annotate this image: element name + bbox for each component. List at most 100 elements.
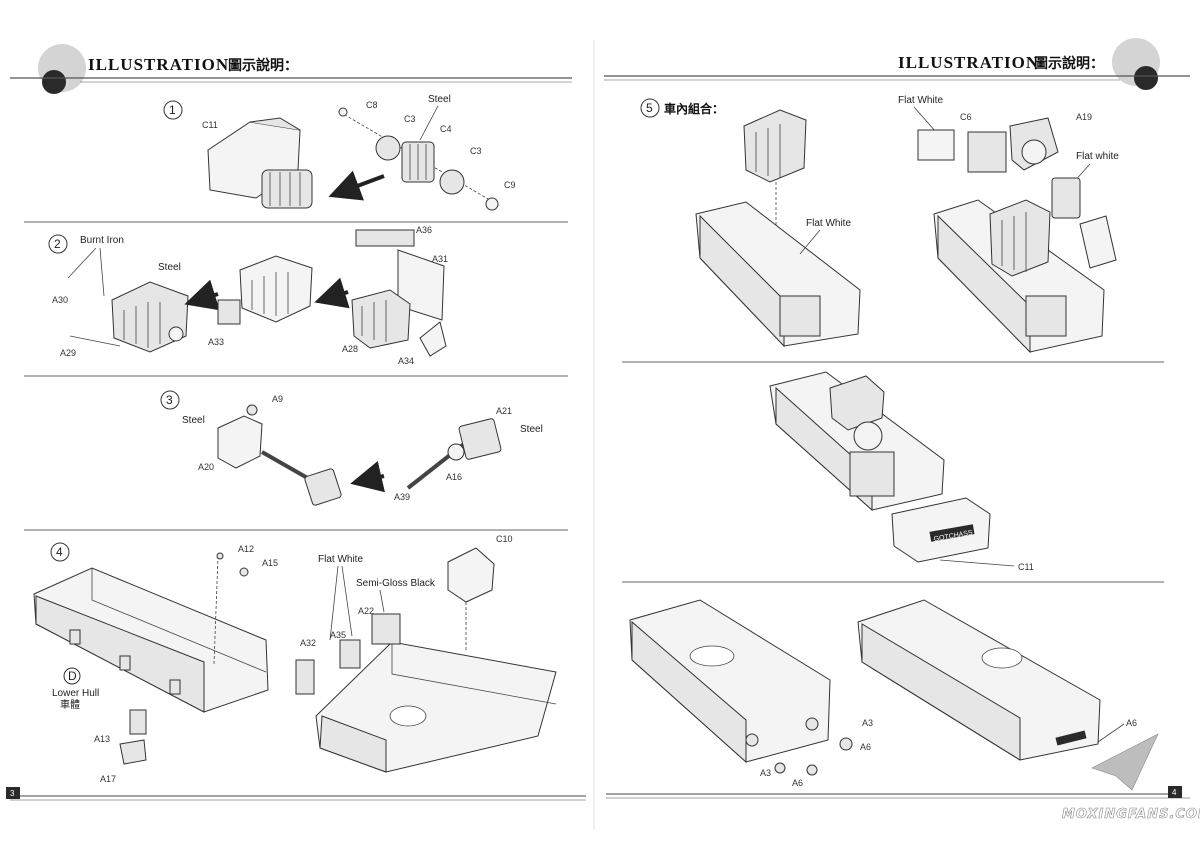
label-a13: A13 — [94, 734, 110, 744]
right-header-dark-circle — [1134, 66, 1158, 90]
left-header-en: ILLUSTRATION — [88, 55, 229, 74]
label-a3-a: A3 — [862, 718, 873, 728]
part-a3-a — [839, 737, 853, 751]
label-steel-1: Steel — [428, 94, 451, 105]
label-lower-hull-cn: 車體 — [60, 698, 80, 711]
label-a31: A31 — [432, 254, 448, 264]
step-4: 4 A12 A15 D Lower Hull 車體 A13 A17 Flat W… — [33, 534, 557, 784]
part-a16 — [447, 443, 465, 461]
step-2: 2 Burnt Iron Steel A30 A29 A33 A36 A31 — [48, 225, 448, 366]
step-2-circle — [48, 234, 68, 254]
final-drive-part — [1051, 177, 1081, 219]
lower-hull-right-side — [319, 715, 387, 773]
label-a15: A15 — [262, 558, 278, 568]
label-a36: A36 — [416, 225, 432, 235]
right-page: ILLUSTRATION 圖示說明： 5 車內組合： Flat White Fl… — [604, 38, 1200, 822]
right-header-cn: 圖示說明： — [1034, 55, 1104, 72]
part-a9 — [246, 404, 258, 416]
label-steel-3a: Steel — [182, 415, 205, 426]
label-flat-white-right: Flat white — [1076, 151, 1119, 162]
arrow-2a — [184, 279, 220, 311]
part-a3-b — [774, 762, 786, 774]
label-a34: A34 — [398, 356, 414, 366]
label-a21: A21 — [496, 406, 512, 416]
left-page-number-box — [6, 787, 20, 799]
label-c3-a: C3 — [404, 114, 416, 124]
left-page-number: 3 — [10, 789, 15, 798]
label-a20: A20 — [198, 462, 214, 472]
header-dark-circle — [42, 70, 66, 94]
step-5-title: 車內組合： — [664, 101, 724, 116]
label-a9: A9 — [272, 394, 283, 404]
d-marker: D — [68, 669, 77, 683]
label-a12: A12 — [238, 544, 254, 554]
part-c8 — [338, 107, 348, 117]
paper-plane-icon — [1091, 733, 1159, 791]
label-a6-a: A6 — [860, 742, 871, 752]
step-3-number: 3 — [166, 393, 173, 407]
label-a28: A28 — [342, 344, 358, 354]
label-a19: A19 — [1076, 112, 1092, 122]
part-a21 — [458, 418, 502, 460]
label-c4: C4 — [440, 124, 452, 134]
left-page: ILLUSTRATION 圖示說明： 1 C11 C8 — [6, 44, 586, 801]
housing-top — [249, 117, 301, 131]
part-a28 — [351, 289, 411, 349]
part-a22 — [371, 613, 401, 645]
label-a3-b: A3 — [760, 768, 771, 778]
label-steel-3b: Steel — [520, 424, 543, 435]
step-5-number: 5 — [646, 101, 653, 115]
panel-flat-white — [917, 129, 955, 161]
gear-c3-b — [439, 169, 465, 195]
label-c6: C6 — [960, 112, 972, 122]
part-a12 — [216, 552, 224, 560]
part-c10 — [447, 547, 495, 603]
label-c11-right: C11 — [1018, 562, 1034, 572]
watermark: MOXINGFANS.COM — [1062, 807, 1200, 822]
step-3: 3 Steel A20 A9 A39 A21 Steel A16 — [160, 390, 543, 506]
label-a39: A39 — [394, 492, 410, 502]
gear-c3-a — [375, 135, 401, 161]
step-1-number: 1 — [169, 103, 176, 117]
right-page-number: 4 — [1172, 788, 1177, 797]
label-a35: A35 — [330, 630, 346, 640]
label-flat-white-hull: Flat White — [806, 218, 851, 229]
step-3-circle — [160, 390, 180, 410]
label-c3-b: C3 — [470, 146, 482, 156]
lower-hull-side — [35, 595, 205, 713]
step-1: 1 C11 C8 C3 C4 Steel C3 — [163, 94, 516, 211]
plate-center — [304, 468, 342, 506]
part-a13 — [129, 709, 147, 735]
label-flat-white-4: Flat White — [318, 554, 363, 565]
part-a36 — [355, 229, 415, 247]
label-a6-c: A6 — [1126, 718, 1137, 728]
part-a32 — [295, 659, 315, 695]
label-c10: C10 — [496, 534, 513, 544]
label-a33: A33 — [208, 337, 224, 347]
engine-drop-in — [743, 109, 807, 183]
label-a22: A22 — [358, 606, 374, 616]
label-c8: C8 — [366, 100, 378, 110]
step-4-number: 4 — [56, 545, 63, 559]
part-a34 — [419, 321, 447, 357]
label-semi-gloss: Semi-Gloss Black — [356, 578, 436, 589]
part-a35 — [339, 639, 361, 669]
left-header-cn: 圖示說明： — [228, 57, 298, 74]
arrow-2b — [314, 277, 350, 309]
label-a17: A17 — [100, 774, 116, 784]
nameplate — [929, 524, 975, 542]
label-a6-b: A6 — [792, 778, 803, 788]
part-a17 — [119, 739, 147, 765]
label-a32: A32 — [300, 638, 316, 648]
part-a15 — [239, 567, 249, 577]
step-5: 5 車內組合： Flat White Flat White C6 A19 Fla… — [629, 95, 1137, 788]
part-a33 — [217, 299, 241, 325]
transmission-part — [1079, 215, 1117, 269]
label-lower-hull: Lower Hull — [52, 688, 99, 699]
label-flat-white-top: Flat White — [898, 95, 943, 106]
step-2-number: 2 — [54, 237, 61, 251]
label-steel-2: Steel — [158, 262, 181, 273]
part-a31 — [397, 249, 445, 321]
